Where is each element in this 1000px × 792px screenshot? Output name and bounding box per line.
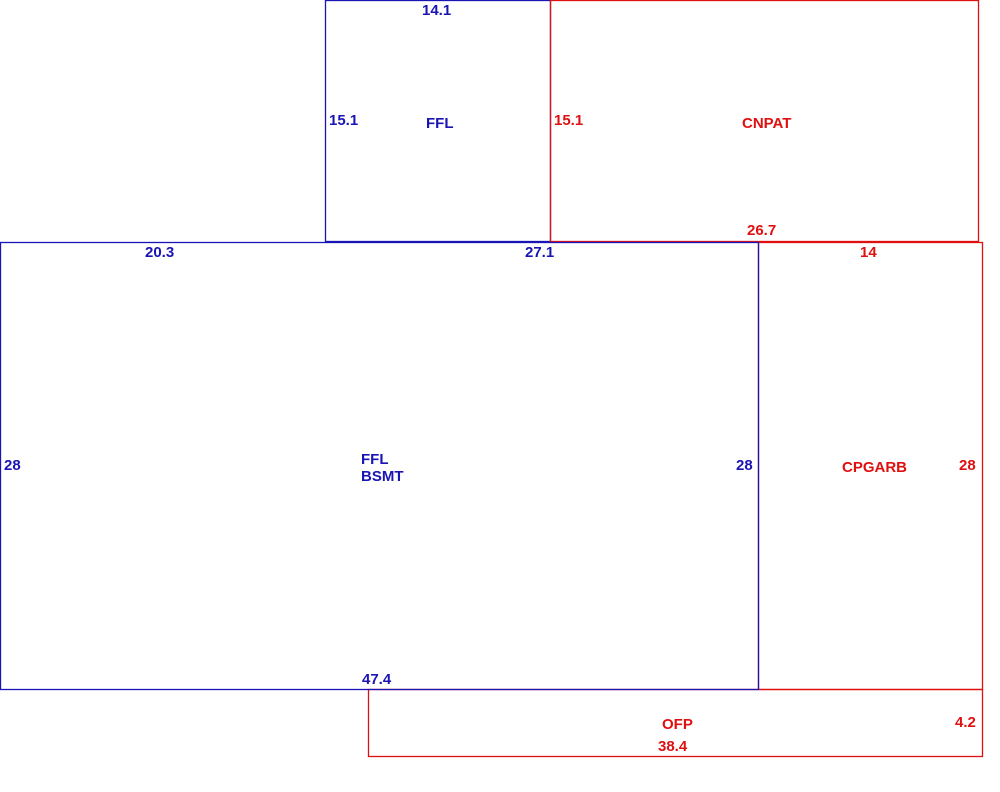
ffl-bsmt-label-line1: FFL <box>361 451 389 468</box>
cpgarb-top-dimension: 14 <box>860 244 877 261</box>
cnpat-left-dimension: 15.1 <box>554 112 583 129</box>
cpgarb-right-dimension: 28 <box>959 457 976 474</box>
ffl-bsmt-left-dimension: 28 <box>4 457 21 474</box>
ffl-upper-left-dimension: 15.1 <box>329 112 358 129</box>
cnpat-label: CNPAT <box>742 115 791 132</box>
ofp-bottom-dimension: 38.4 <box>658 738 688 755</box>
ffl-bsmt-bottom-dimension: 47.4 <box>362 671 392 688</box>
ffl-bsmt-top-right-dimension: 27.1 <box>525 244 554 261</box>
ffl-upper-top-dimension: 14.1 <box>422 2 451 19</box>
ffl-bsmt-outline <box>0 241 760 691</box>
cnpat-outline <box>549 0 980 243</box>
ffl-bsmt-label-line2: BSMT <box>361 468 404 485</box>
cnpat-bottom-dimension: 26.7 <box>747 222 776 239</box>
ofp-right-dimension: 4.2 <box>955 714 976 731</box>
ofp-label: OFP <box>662 716 693 733</box>
ffl-upper-label: FFL <box>426 115 454 132</box>
cpgarb-label: CPGARB <box>842 459 907 476</box>
ffl-bsmt-top-left-dimension: 20.3 <box>145 244 174 261</box>
ffl-bsmt-right-dimension: 28 <box>736 457 753 474</box>
